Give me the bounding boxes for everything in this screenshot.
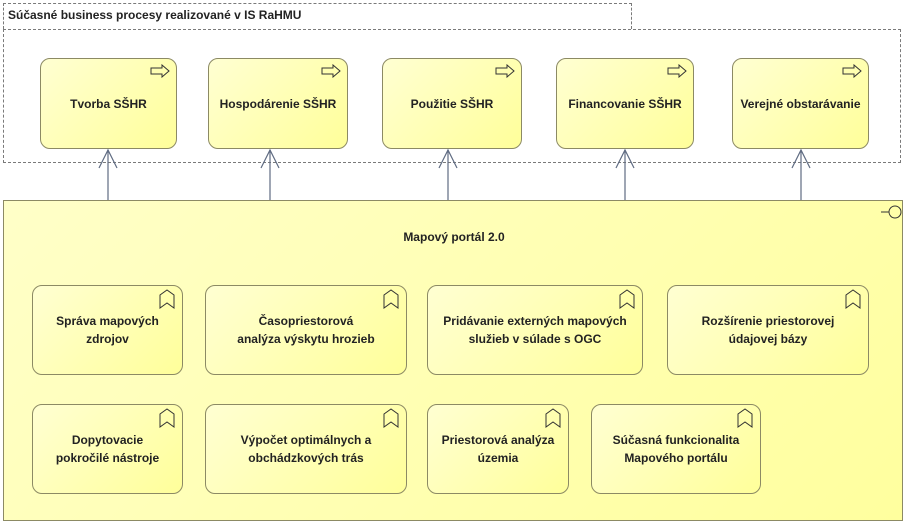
function-vypocet-tras[interactable]: Výpočet optimálnych a obchádzkových trás	[205, 404, 407, 494]
function-label: Časopriestorová analýza výskytu hrozieb	[237, 314, 375, 346]
application-function-icon	[159, 408, 175, 428]
process-label: Tvorba SŠHR	[70, 96, 147, 111]
function-label: Súčasná funkcionalita Mapového portálu	[612, 433, 740, 465]
application-function-icon	[619, 289, 635, 309]
process-label: Hospodárenie SŠHR	[219, 96, 337, 111]
business-process-icon	[842, 64, 862, 78]
process-hospodarenie[interactable]: Hospodárenie SŠHR	[208, 58, 348, 149]
application-interface-icon	[881, 205, 902, 219]
application-function-icon	[159, 289, 175, 309]
function-label: Dopytovacie pokročilé nástroje	[55, 433, 160, 465]
business-process-icon	[495, 64, 515, 78]
application-function-icon	[845, 289, 861, 309]
business-process-icon	[321, 64, 341, 78]
component-title: Mapový portál 2.0	[403, 230, 505, 244]
serving-connector-verejne-obstaravanie	[791, 148, 811, 200]
process-verejne-obstaravanie[interactable]: Verejné obstarávanie	[732, 58, 869, 149]
process-label: Verejné obstarávanie	[740, 96, 861, 111]
function-label: Pridávanie externých mapových služieb v …	[443, 314, 627, 346]
function-label: Správa mapových zdrojov	[56, 314, 159, 346]
function-rozsirenie-udajovej-bazy[interactable]: Rozšírenie priestorovej údajovej bázy	[667, 285, 869, 375]
process-label: Použitie SŠHR	[410, 96, 494, 111]
function-label: Výpočet optimálnych a obchádzkových trás	[240, 433, 372, 465]
application-function-icon	[383, 289, 399, 309]
serving-connector-hospodarenie	[260, 148, 280, 200]
function-pridavanie-externych-sluzieb[interactable]: Pridávanie externých mapových služieb v …	[427, 285, 643, 375]
function-label: Rozšírenie priestorovej údajovej bázy	[701, 314, 835, 346]
function-sprava-mapovych-zdrojov[interactable]: Správa mapových zdrojov	[32, 285, 183, 375]
business-process-icon	[150, 64, 170, 78]
business-process-icon	[667, 64, 687, 78]
application-function-icon	[383, 408, 399, 428]
process-tvorba[interactable]: Tvorba SŠHR	[40, 58, 177, 149]
function-casopriestorova-analyza[interactable]: Časopriestorová analýza výskytu hrozieb	[205, 285, 407, 375]
business-process-group[interactable]	[3, 29, 901, 163]
function-dopytovacie-nastroje[interactable]: Dopytovacie pokročilé nástroje	[32, 404, 183, 494]
serving-connector-pouzitie	[438, 148, 458, 200]
application-function-icon	[545, 408, 561, 428]
function-priestorova-analyza[interactable]: Priestorová analýza územia	[427, 404, 569, 494]
serving-connector-tvorba	[98, 148, 118, 200]
process-label: Financovanie SŠHR	[568, 96, 682, 111]
function-sucasna-funkcionalita[interactable]: Súčasná funkcionalita Mapového portálu	[591, 404, 761, 494]
process-pouzitie[interactable]: Použitie SŠHR	[382, 58, 522, 149]
group-title: Súčasné business procesy realizované v I…	[8, 8, 302, 22]
application-function-icon	[737, 408, 753, 428]
group-title-tab	[3, 3, 632, 29]
process-financovanie[interactable]: Financovanie SŠHR	[556, 58, 694, 149]
function-label: Priestorová analýza územia	[441, 433, 555, 465]
serving-connector-financovanie	[615, 148, 635, 200]
